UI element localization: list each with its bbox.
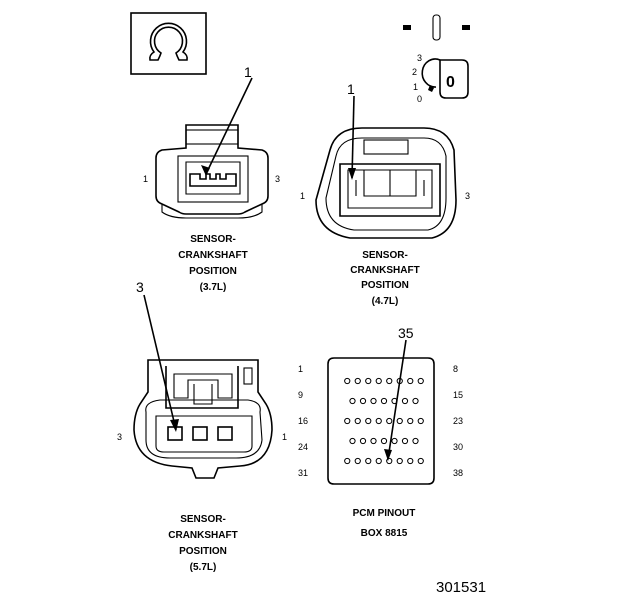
figure-number: 301531 bbox=[436, 579, 486, 596]
ignition-pos-2: 2 bbox=[412, 67, 417, 77]
pcm-pin-cavity bbox=[412, 397, 419, 405]
pcm-pin-cavity bbox=[365, 457, 372, 465]
pcm-pin-cavity bbox=[412, 437, 419, 445]
ignition-pos-3: 3 bbox=[417, 53, 422, 63]
pcm-pin-cavity bbox=[396, 457, 403, 465]
label-ckp-47-line2: CRANKSHAFT bbox=[350, 265, 419, 276]
pcm-row-left-3: 16 bbox=[298, 416, 308, 426]
callout-ckp-57: 3 bbox=[136, 279, 144, 295]
pcm-pin-cavity bbox=[349, 397, 356, 405]
ohm-symbol-icon bbox=[130, 12, 207, 75]
label-ckp-37-line4: (3.7L) bbox=[200, 282, 227, 293]
pcm-pin-cavity bbox=[391, 437, 398, 445]
pcm-pin-cavity bbox=[401, 397, 409, 405]
connector-ckp-57: 3 3 1 SENSOR- CRANKSHAFT POSITION (5.7L) bbox=[117, 279, 287, 573]
pcm-subtitle: BOX 8815 bbox=[361, 528, 408, 539]
pin-right-ckp-37: 3 bbox=[275, 174, 280, 184]
pcm-pin-cavity bbox=[349, 437, 356, 445]
callout-ckp-37: 1 bbox=[244, 64, 252, 80]
pcm-row-right-4: 30 bbox=[453, 442, 463, 452]
ignition-key-icon: 3 2 1 0 0 bbox=[403, 14, 470, 104]
pin-left-ckp-47: 1 bbox=[300, 191, 305, 201]
pcm-pin-cavity bbox=[365, 377, 372, 385]
pcm-pin-cavity bbox=[375, 457, 382, 465]
pcm-pin-cavity bbox=[344, 457, 351, 465]
pin-right-ckp-57: 1 bbox=[282, 432, 287, 442]
pcm-pin-cavity bbox=[407, 377, 414, 385]
pcm-pin-cavity bbox=[370, 437, 377, 445]
pcm-pin-cavity bbox=[386, 377, 393, 385]
pcm-row-right-1: 8 bbox=[453, 364, 458, 374]
pcm-pin-cavity bbox=[375, 417, 382, 425]
label-ckp-37-line2: CRANKSHAFT bbox=[178, 250, 247, 261]
pcm-pin-cavity bbox=[365, 417, 372, 425]
pcm-pin-cavity bbox=[396, 417, 403, 425]
pcm-row-right-2: 15 bbox=[453, 390, 463, 400]
pcm-row-right-3: 23 bbox=[453, 416, 463, 426]
label-ckp-47-line4: (4.7L) bbox=[372, 296, 399, 307]
pcm-pin-cavity bbox=[354, 377, 361, 385]
pcm-pin-cavity bbox=[417, 457, 424, 465]
label-ckp-47-line1: SENSOR- bbox=[362, 250, 408, 261]
ignition-pos-0: 0 bbox=[417, 94, 422, 104]
callout-pcm: 35 bbox=[398, 325, 414, 341]
pcm-pin-cavity bbox=[375, 377, 382, 385]
label-ckp-57-line3: POSITION bbox=[179, 546, 227, 557]
pcm-pin-cavity bbox=[407, 457, 414, 465]
pcm-pin-cavity bbox=[344, 377, 351, 385]
pcm-pin-cavity bbox=[401, 437, 409, 445]
pcm-pin-cavity bbox=[417, 377, 424, 385]
pcm-row-left-2: 9 bbox=[298, 390, 303, 400]
ignition-key-label: 0 bbox=[446, 74, 455, 91]
pin-left-ckp-57: 3 bbox=[117, 432, 122, 442]
pcm-row-right-5: 38 bbox=[453, 468, 463, 478]
ignition-pos-1: 1 bbox=[413, 82, 418, 92]
label-ckp-37-line1: SENSOR- bbox=[190, 234, 236, 245]
pcm-row-left-5: 31 bbox=[298, 468, 308, 478]
pcm-pin-cavity bbox=[354, 457, 361, 465]
connector-ckp-37: 1 1 3 SENSOR- CRANKSHAFT POSITION (3.7L) bbox=[143, 64, 280, 293]
label-ckp-47-line3: POSITION bbox=[361, 280, 409, 291]
pcm-pinout: 35 1 9 16 24 31 8 15 23 30 38 PCM PINOUT… bbox=[298, 325, 463, 539]
pcm-pin-cavity bbox=[407, 417, 414, 425]
pcm-pin-cavity bbox=[380, 397, 388, 405]
pcm-pin-grid bbox=[344, 377, 424, 465]
connector-ckp-47: 1 1 3 SENSOR- CRANKSHAFT POSITION (4.7L) bbox=[300, 81, 470, 307]
pcm-pin-cavity bbox=[344, 417, 351, 425]
pcm-row-left-1: 1 bbox=[298, 364, 303, 374]
callout-ckp-47: 1 bbox=[347, 81, 355, 97]
pcm-row-left-4: 24 bbox=[298, 442, 308, 452]
pcm-pin-cavity bbox=[359, 437, 367, 445]
pcm-pin-cavity bbox=[359, 397, 367, 405]
pcm-pin-cavity bbox=[386, 417, 393, 425]
label-ckp-57-line4: (5.7L) bbox=[190, 562, 217, 573]
pcm-pin-cavity bbox=[380, 437, 388, 445]
pin-right-ckp-47: 3 bbox=[465, 191, 470, 201]
label-ckp-57-line2: CRANKSHAFT bbox=[168, 530, 237, 541]
pcm-pin-cavity bbox=[370, 397, 377, 405]
label-ckp-57-line1: SENSOR- bbox=[180, 514, 226, 525]
pcm-title: PCM PINOUT bbox=[353, 508, 416, 519]
pcm-pin-cavity bbox=[386, 457, 393, 465]
pcm-pin-cavity bbox=[417, 417, 424, 425]
pin-left-ckp-37: 1 bbox=[143, 174, 148, 184]
pcm-pin-cavity bbox=[354, 417, 361, 425]
label-ckp-37-line3: POSITION bbox=[189, 266, 237, 277]
